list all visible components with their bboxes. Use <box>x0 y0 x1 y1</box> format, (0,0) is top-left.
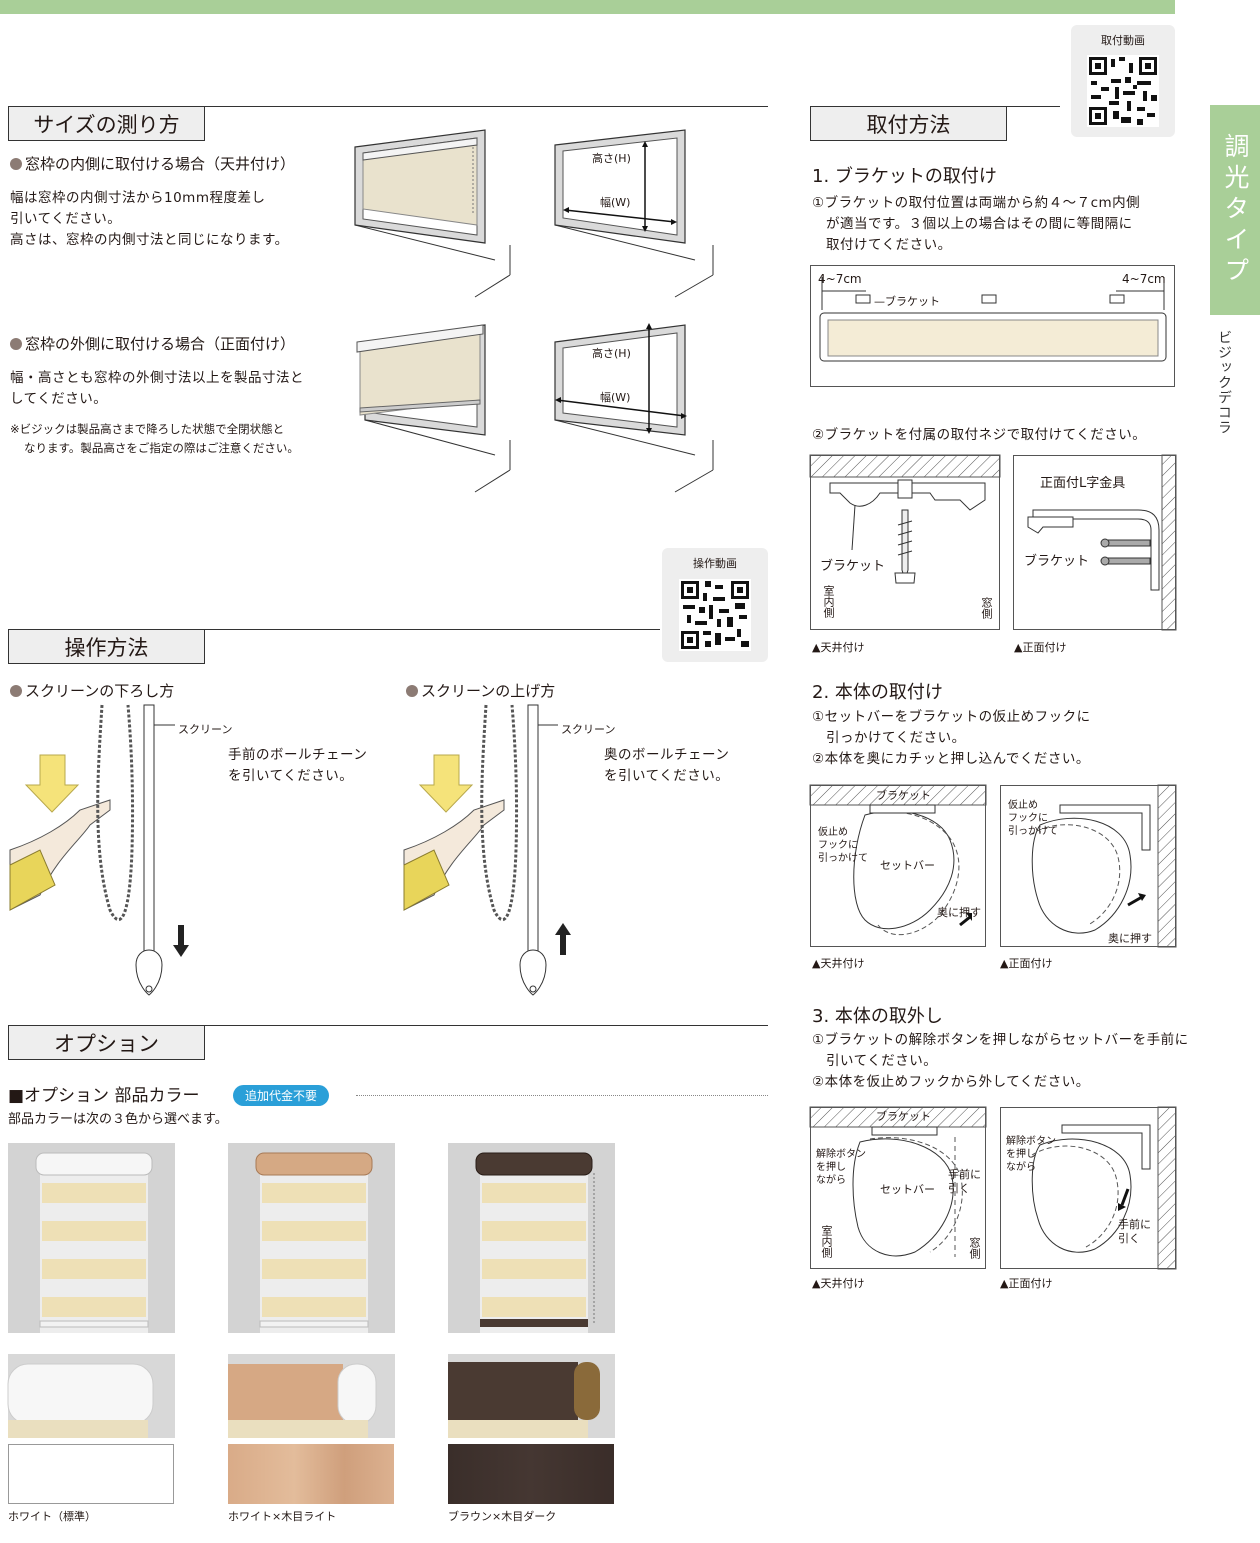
caption-front: ▲正面付け <box>1014 641 1067 654</box>
dim-left: 4~7cm <box>818 272 862 286</box>
caption-ceiling: ▲天井付け <box>812 641 865 654</box>
option-heading: ■オプション 部品カラー <box>8 1086 200 1106</box>
cap-closeup-wood-light <box>228 1354 395 1438</box>
operation-up-illustration <box>403 704 571 996</box>
window-inside-blind-illustration <box>354 129 511 298</box>
caption-ceiling: ▲天井付け <box>812 957 865 970</box>
caption-front: ▲正面付け <box>1000 1277 1053 1290</box>
install-step2-title: 2. 本体の取付け <box>812 682 943 703</box>
room-in-label: 室内側 <box>822 585 835 618</box>
product-photo-white <box>8 1143 175 1333</box>
operation-up-screen-label: スクリーン <box>561 723 616 736</box>
operation-down-screen-label: スクリーン <box>178 723 233 736</box>
operation-up-text: 奥のボールチェーンを引いてください。 <box>604 747 730 784</box>
bracket-pointer-label: —ブラケット <box>874 295 940 308</box>
label-width: 幅(W) <box>600 391 631 404</box>
window-inside-dimension-illustration <box>554 129 714 298</box>
section-install-title: 取付方法 <box>810 106 1007 141</box>
bracket-spacing-diagram <box>810 265 1175 387</box>
dim-right: 4~7cm <box>1122 272 1166 286</box>
front-bracket-label: ブラケット <box>1024 554 1090 569</box>
install-step1-text2: ②ブラケットを付属の取付ネジで取付けてください。 <box>812 427 1147 443</box>
caption-ceiling: ▲天井付け <box>812 1277 865 1290</box>
step2-front-hook-label: 仮止めフックに引っかけて <box>1008 800 1058 837</box>
window-outside-dimension-illustration <box>554 323 714 493</box>
step2-hook-label: 仮止めフックに引っかけて <box>818 827 868 864</box>
cap-closeup-brown-dark <box>448 1354 615 1438</box>
l-bracket-label: 正面付L字金具 <box>1040 476 1126 491</box>
section-measure-title: サイズの測り方 <box>8 106 205 141</box>
side-tab: 調光タイプ <box>1210 105 1260 315</box>
step3-front-pull-label: 手前に引く <box>1118 1218 1151 1245</box>
install-step2-text: ①セットバーをブラケットの仮止めフックに引っかけてください。②本体を奥にカチッと… <box>812 709 1091 767</box>
section-operation-title: 操作方法 <box>8 629 205 664</box>
step3-front-diagram <box>1000 1106 1177 1270</box>
label-height: 高さ(H) <box>592 347 631 360</box>
option-desc: 部品カラーは次の３色から選べます。 <box>8 1112 228 1127</box>
measure-outside-text: 幅・高さとも窓枠の外側寸法以上を製品寸法としてください。 <box>10 370 304 407</box>
swatch-brown-dark <box>448 1444 614 1504</box>
measure-inside-text: 幅は窓枠の内側寸法から10mm程度差し引いてください。高さは、窓枠の内側寸法と同… <box>10 190 289 248</box>
step3-room-in-label: 室内側 <box>820 1225 833 1258</box>
step3-pull-label: 手前に引く <box>948 1168 981 1195</box>
window-outside-blind-illustration <box>356 324 511 493</box>
step3-release-label: 解除ボタンを押しながら <box>816 1149 866 1186</box>
qr-install-label: 取付動画 <box>1101 34 1145 47</box>
install-step3-title: 3. 本体の取外し <box>812 1006 943 1027</box>
product-photo-wood-light <box>228 1143 395 1333</box>
section-option-title: オプション <box>8 1025 205 1060</box>
operation-down-text: 手前のボールチェーンを引いてください。 <box>228 747 368 784</box>
dotted-rule <box>356 1095 768 1096</box>
measure-outside-notes: ※ビジックは製品高さまで降ろした状態で全閉状態となります。製品高さをご指定の際は… <box>10 422 299 455</box>
step2-front-push-label: 奥に押す <box>1108 932 1152 945</box>
measure-outside-heading: 窓枠の外側に取付ける場合（正面付け） <box>10 333 295 354</box>
divider <box>8 629 660 630</box>
color-name-wood-light: ホワイト×木目ライト <box>228 1510 337 1523</box>
step2-push-label: 奥に押す <box>937 906 981 919</box>
qr-install-card[interactable]: 取付動画 <box>1071 25 1175 137</box>
side-subtitle: ビジックデコラ <box>1216 330 1232 435</box>
front-mount-diagram <box>1013 454 1177 631</box>
operation-down-illustration <box>9 704 189 996</box>
step3-front-release-label: 解除ボタンを押しながら <box>1006 1136 1056 1173</box>
install-step1-title: 1. ブラケットの取付け <box>812 166 997 187</box>
product-photo-brown-dark <box>448 1143 615 1333</box>
label-height: 高さ(H) <box>592 152 631 165</box>
step3-ceiling-diagram <box>809 1106 987 1269</box>
option-badge: 追加代金不要 <box>233 1085 330 1106</box>
step2-bracket-label: ブラケット <box>876 789 931 802</box>
qr-code-icon <box>1087 55 1159 127</box>
color-name-white: ホワイト（標準） <box>8 1510 96 1523</box>
install-step1-text: ①ブラケットの取付位置は両端から約４～７cm内側が適当です。３個以上の場合はその… <box>812 195 1141 253</box>
qr-operate-card[interactable]: 操作動画 <box>662 548 768 662</box>
color-name-brown-dark: ブラウン×木目ダーク <box>448 1510 557 1523</box>
measure-inside-heading: 窓枠の内側に取付ける場合（天井付け） <box>10 153 295 174</box>
install-step3-text: ①ブラケットの解除ボタンを押しながらセットバーを手前に引いてください。②本体を仮… <box>812 1032 1189 1090</box>
qr-operate-label: 操作動画 <box>693 557 737 570</box>
label-width: 幅(W) <box>600 196 631 209</box>
swatch-white <box>8 1444 174 1504</box>
step3-setbar-label: セットバー <box>880 1183 935 1196</box>
cap-closeup-white <box>7 1354 175 1438</box>
step3-bracket-label: ブラケット <box>876 1110 931 1123</box>
operation-down-heading: スクリーンの下ろし方 <box>10 680 174 701</box>
step2-setbar-label: セットバー <box>880 859 935 872</box>
divider <box>8 106 768 107</box>
window-side-label: 窓側 <box>980 597 993 619</box>
divider <box>8 1025 768 1026</box>
ceiling-bracket-label: ブラケット <box>820 559 886 574</box>
ceiling-mount-diagram <box>809 454 1001 630</box>
step2-ceiling-diagram <box>809 784 987 947</box>
step3-window-side-label: 窓側 <box>968 1237 981 1259</box>
top-accent-bar <box>0 0 1175 14</box>
caption-front: ▲正面付け <box>1000 957 1053 970</box>
qr-code-icon <box>679 579 751 651</box>
swatch-wood-light <box>228 1444 394 1504</box>
step2-front-diagram <box>1000 784 1177 948</box>
operation-up-heading: スクリーンの上げ方 <box>406 680 555 701</box>
